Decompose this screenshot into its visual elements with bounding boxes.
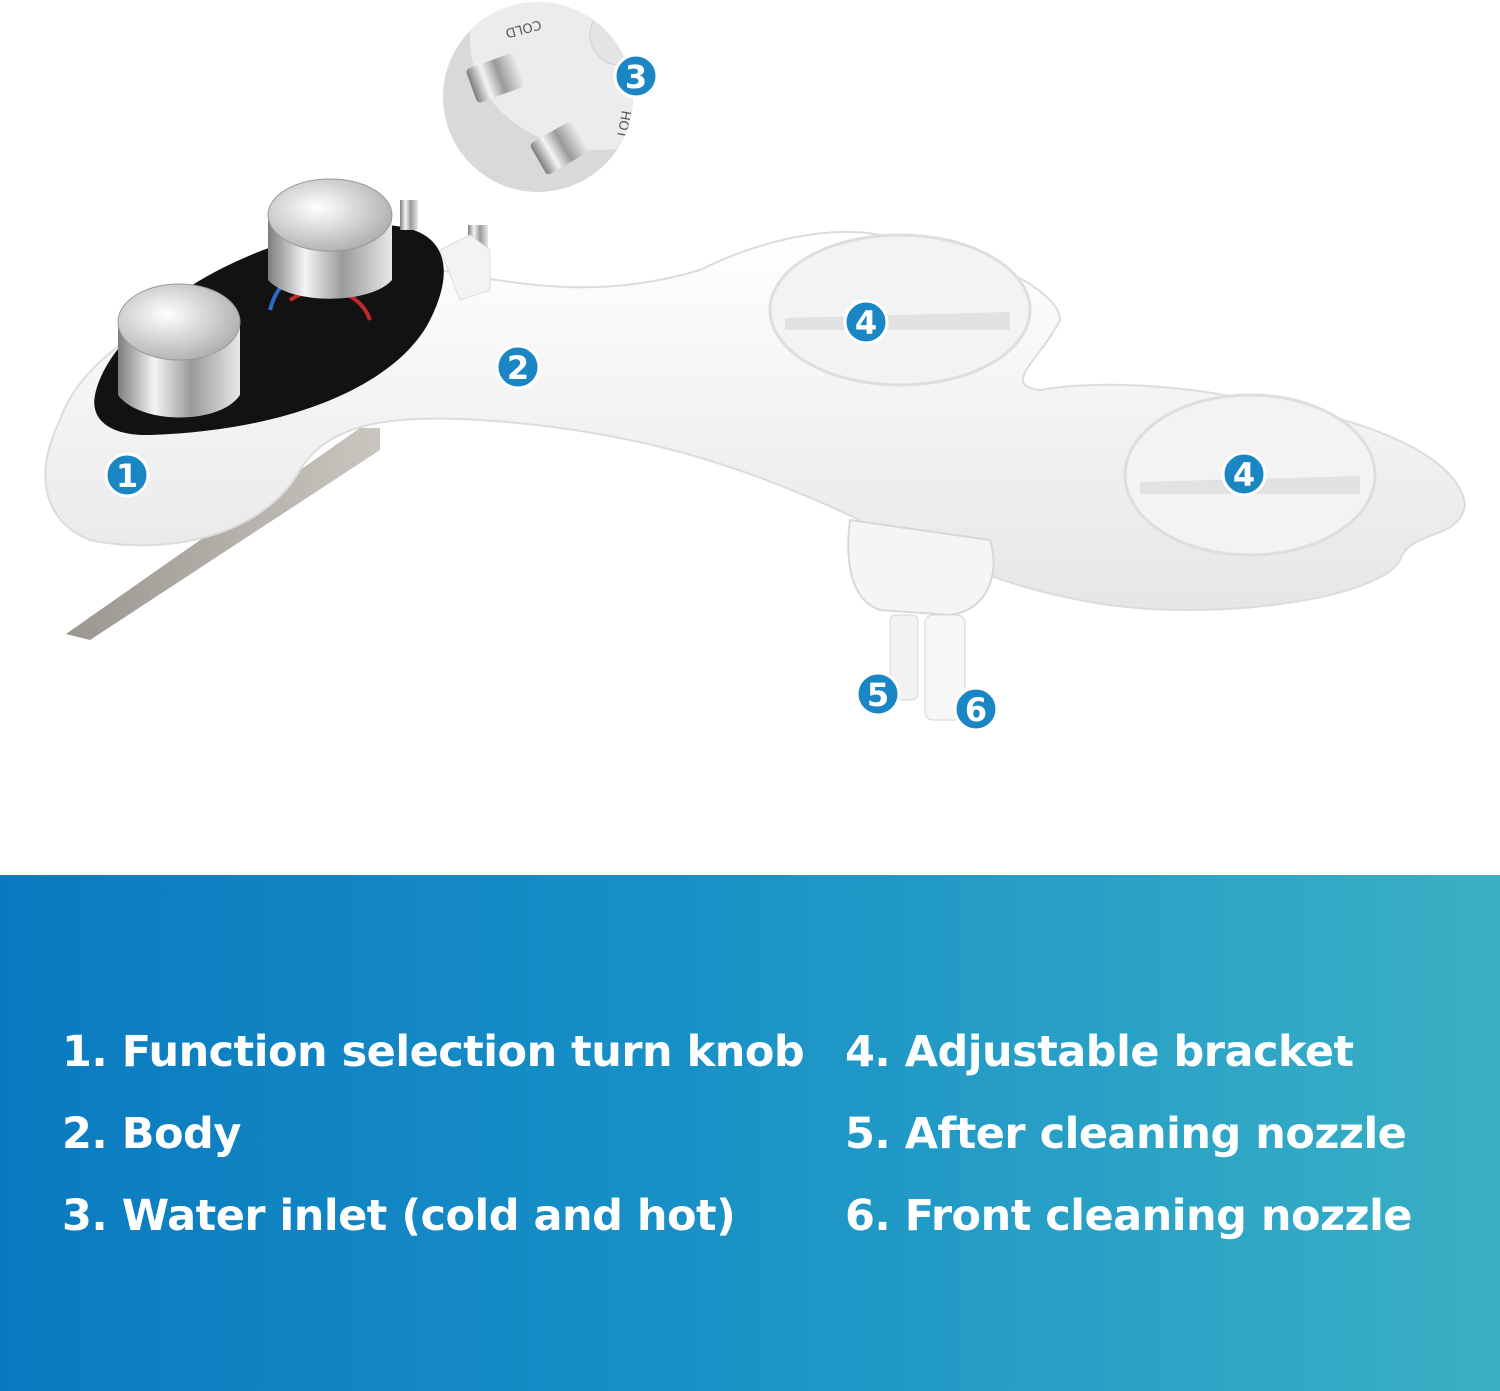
inlet-fittings	[400, 200, 491, 301]
svg-text:4: 4	[855, 304, 877, 342]
svg-text:3: 3	[625, 58, 647, 96]
legend-item-2: 2. Body	[62, 1109, 241, 1159]
svg-text:1: 1	[116, 457, 138, 495]
legend-banner: 1. Function selection turn knob 2. Body …	[0, 875, 1500, 1391]
marker-6: 6	[953, 686, 999, 732]
marker-2: 2	[495, 344, 541, 390]
temperature-knob	[267, 178, 393, 299]
legend-item-5: 5. After cleaning nozzle	[845, 1109, 1407, 1159]
svg-text:6: 6	[965, 691, 987, 729]
water-inlet-inset: COLD HOT	[443, 2, 633, 192]
legend-item-1: 1. Function selection turn knob	[62, 1027, 805, 1077]
adjustable-bracket-front	[768, 233, 1032, 387]
legend-item-3: 3. Water inlet (cold and hot)	[62, 1191, 736, 1241]
legend-item-4: 4. Adjustable bracket	[845, 1027, 1354, 1077]
svg-text:5: 5	[867, 676, 889, 714]
marker-3: 3	[613, 53, 659, 99]
marker-4-rear: 4	[1221, 451, 1267, 497]
function-selection-knob	[117, 283, 241, 418]
marker-1: 1	[104, 452, 150, 498]
product-illustration: COLD HOT 1 2 3 4 4 5 6	[44, 2, 1467, 732]
marker-4-front: 4	[843, 299, 889, 345]
steel-mounting-plate	[66, 428, 380, 640]
svg-text:2: 2	[507, 349, 529, 387]
legend-item-6: 6. Front cleaning nozzle	[845, 1191, 1412, 1241]
svg-text:4: 4	[1233, 456, 1255, 494]
marker-5: 5	[855, 671, 901, 717]
